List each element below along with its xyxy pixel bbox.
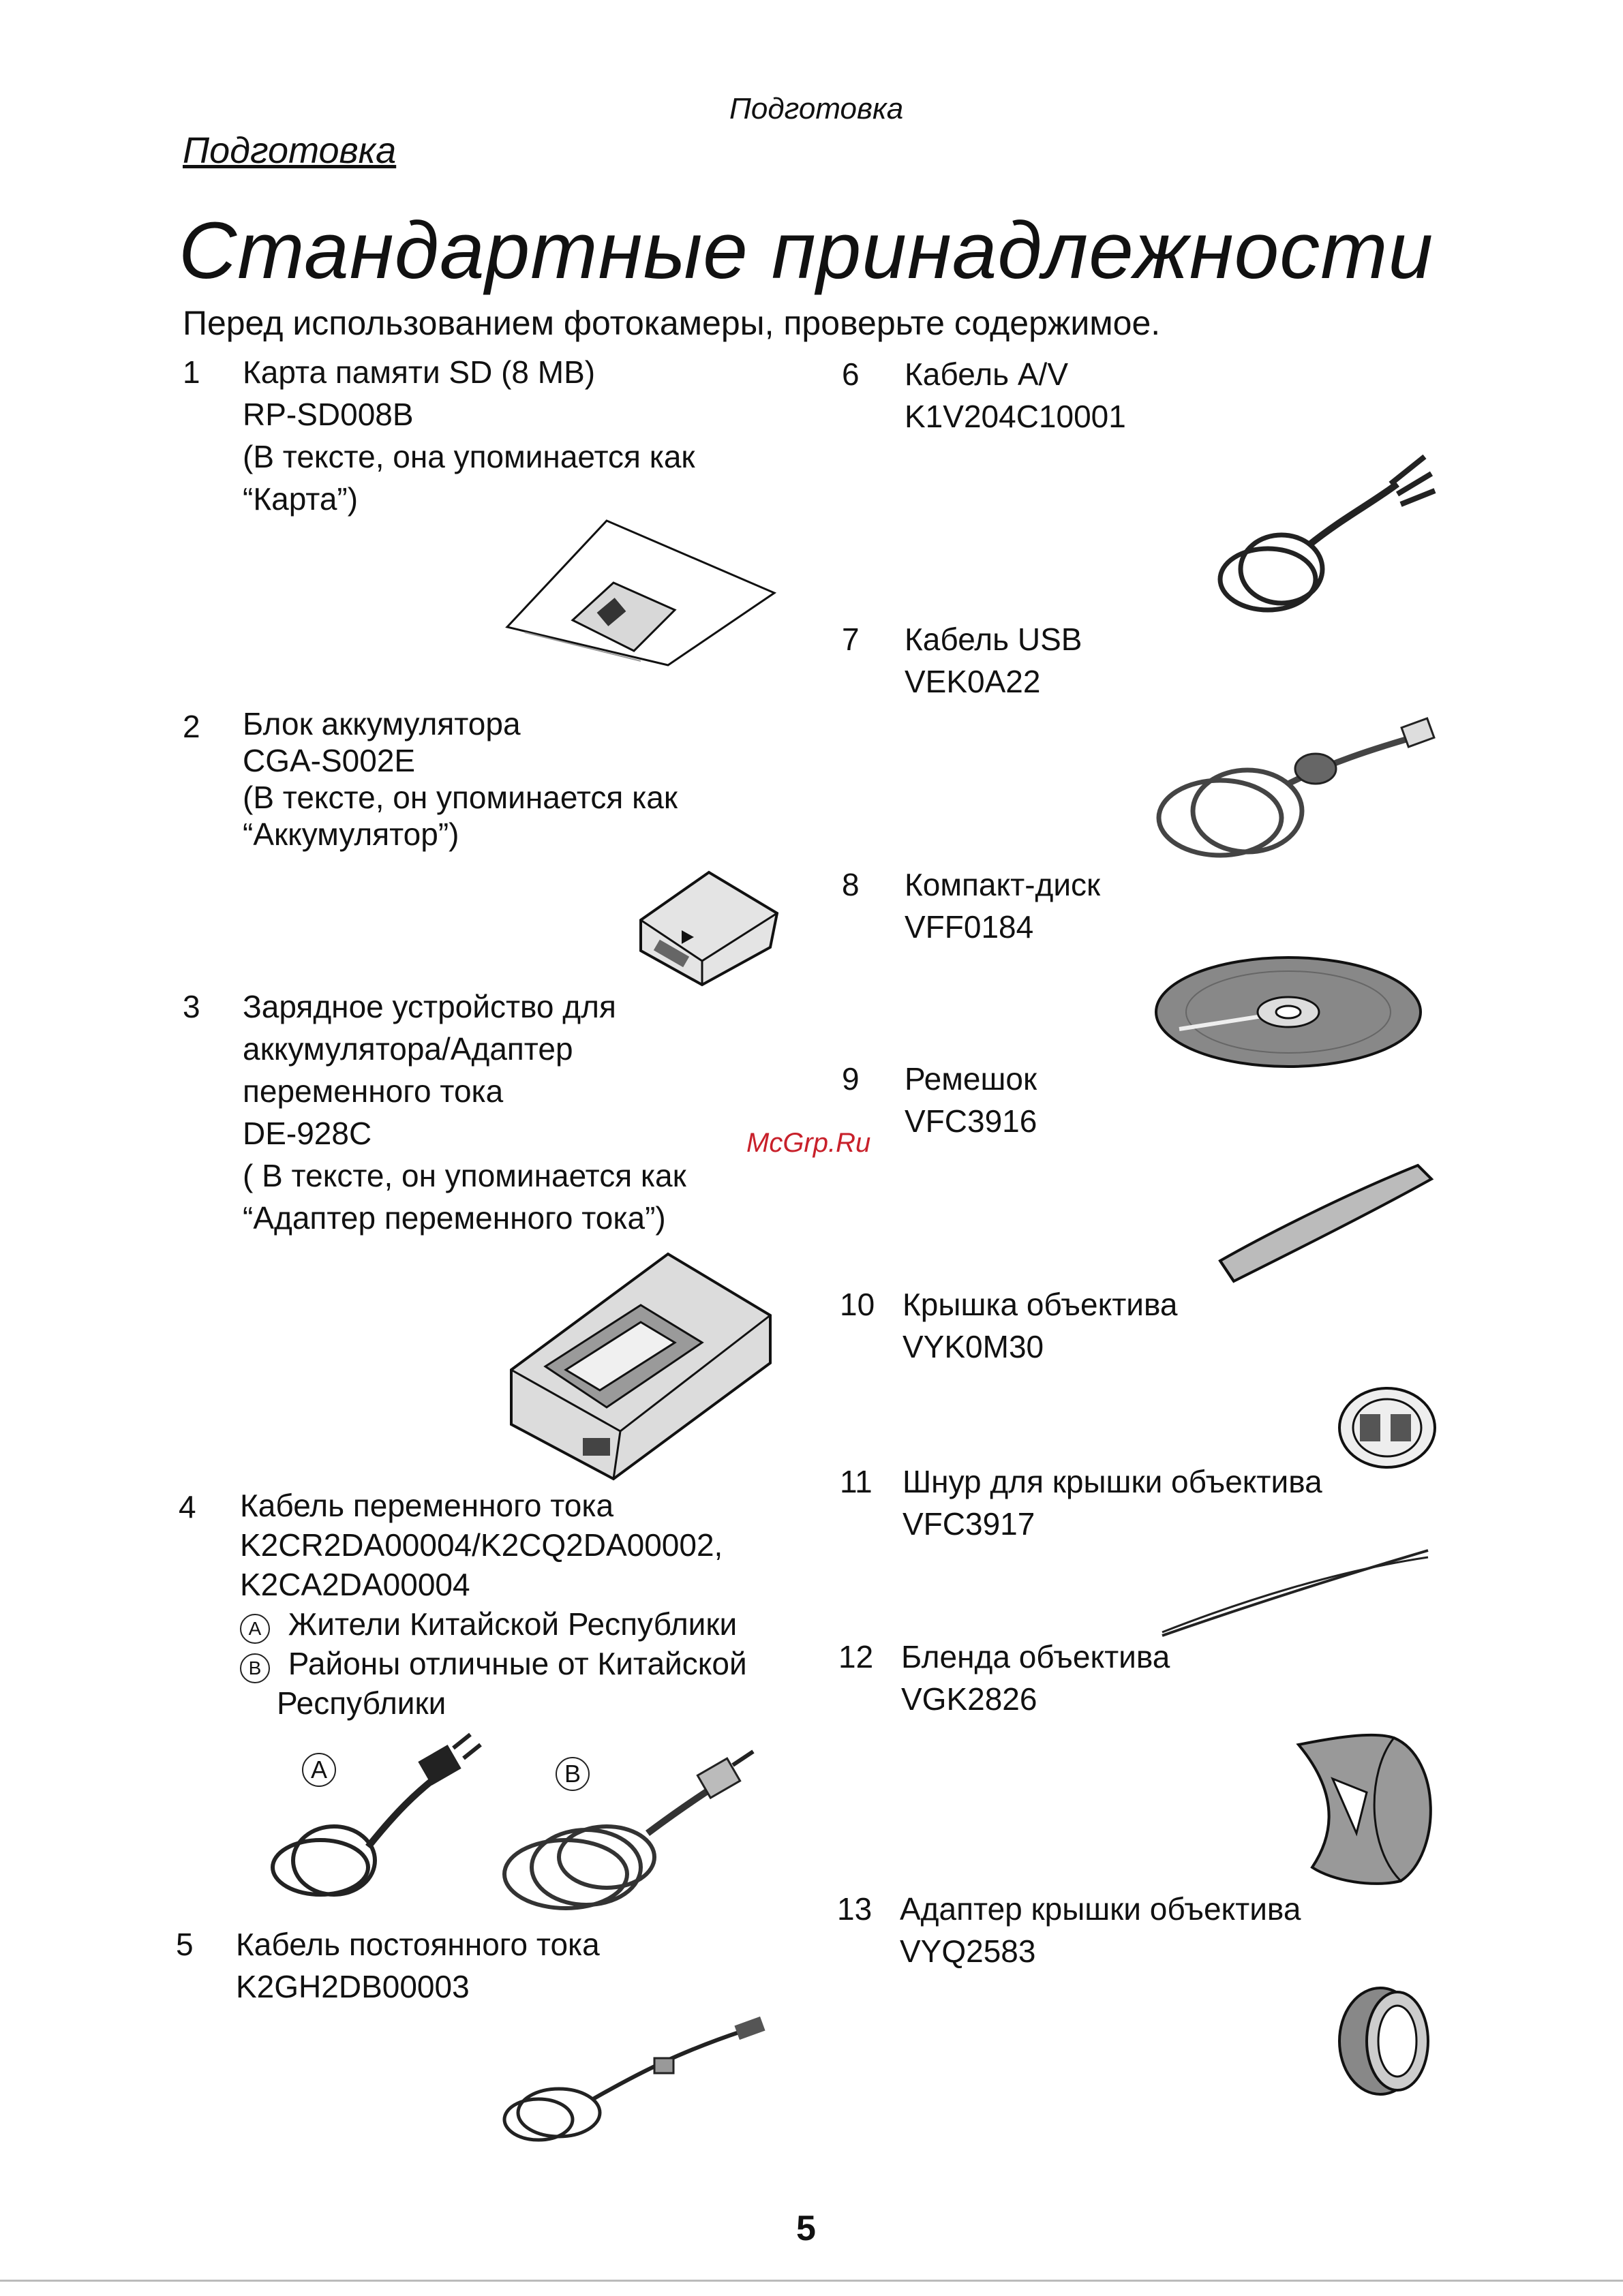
item-line: CGA-S002E (243, 743, 416, 778)
item-number: 4 (179, 1489, 196, 1525)
dc-cable-illustration (491, 2010, 777, 2154)
item-line: Крышка объектива (902, 1287, 1178, 1322)
lens-cap-illustration (1336, 1383, 1438, 1472)
item-line: VFC3916 (905, 1103, 1037, 1139)
av-cable-illustration (1207, 443, 1438, 620)
running-header: Подготовка (729, 92, 904, 125)
lens-cap-string-illustration (1159, 1547, 1431, 1642)
label-a: A (302, 1753, 336, 1787)
item-number: 13 (837, 1891, 873, 1927)
item-number: 3 (183, 989, 200, 1024)
sd-card-illustration (504, 518, 777, 668)
cd-rom-illustration (1152, 954, 1425, 1070)
item-line: K2CA2DA00004 (240, 1567, 470, 1602)
circled-a-mark: A (240, 1614, 270, 1644)
item-line: Компакт-диск (905, 867, 1101, 902)
item-line: VYQ2583 (900, 1933, 1036, 1969)
note-a: A Жители Китайской Республики (240, 1604, 747, 1644)
item-number: 1 (183, 354, 200, 390)
item-number: 11 (840, 1464, 873, 1499)
note-b: B Районы отличные от Китайской (240, 1644, 747, 1683)
item-number: 9 (842, 1061, 860, 1097)
item-number: 10 (840, 1287, 875, 1322)
item-line: K2CR2DA00004/K2CQ2DA00002, (240, 1527, 723, 1563)
item-line: ( В тексте, он упоминается как (243, 1158, 686, 1193)
note-text: Жители Китайской Республики (288, 1606, 738, 1642)
item-line: K1V204C10001 (905, 399, 1126, 434)
bottom-rule (0, 2280, 1623, 2282)
intro-text: Перед использованием фотокамеры, проверь… (183, 304, 1161, 342)
item-line: RP-SD008B (243, 397, 414, 432)
strap-illustration (1213, 1152, 1438, 1288)
item-line: Кабель A/V (905, 356, 1068, 392)
item-line: аккумулятора/Адаптер (243, 1031, 573, 1067)
item-line: Кабель постоянного тока (236, 1927, 600, 1962)
item-line: “Адаптер переменного тока”) (243, 1200, 666, 1236)
item-line: Блок аккумулятора (243, 706, 521, 741)
item-number: 12 (838, 1639, 874, 1674)
usb-cable-illustration (1152, 709, 1438, 879)
item-number: 7 (842, 622, 860, 657)
item-line: Ремешок (905, 1061, 1037, 1097)
ac-cable-b-illustration (491, 1738, 763, 1922)
ac-cable-a-illustration (259, 1731, 491, 1908)
charger-illustration (504, 1247, 777, 1493)
item-number: 8 (842, 867, 860, 902)
item-line: (В тексте, он упоминается как (243, 780, 678, 815)
item-number: 5 (176, 1927, 194, 1962)
item-line: Карта памяти SD (8 MB) (243, 354, 596, 390)
lens-hood-illustration (1292, 1731, 1442, 1888)
page-number: 5 (796, 2209, 816, 2248)
item-line: DE-928C (243, 1116, 372, 1151)
item-number: 6 (842, 356, 860, 392)
item-line: K2GH2DB00003 (236, 1969, 470, 2004)
item-line: VYK0M30 (902, 1329, 1044, 1364)
item-line: VFC3917 (902, 1506, 1035, 1542)
circled-b-mark: B (240, 1653, 270, 1683)
note-continuation: Республики (277, 1685, 446, 1721)
label-b: B (556, 1757, 590, 1791)
item-line: Зарядное устройство для (243, 989, 616, 1024)
lens-cap-adaptor-illustration (1326, 1983, 1435, 2099)
item-line: Бленда объектива (901, 1639, 1170, 1674)
watermark: McGrp.Ru (746, 1128, 871, 1158)
item-line: Адаптер крышки объектива (900, 1891, 1301, 1927)
item-line: VFF0184 (905, 909, 1034, 945)
item-line: “Аккумулятор”) (243, 816, 459, 852)
item-line: “Карта”) (243, 481, 359, 517)
item-line: Кабель USB (905, 622, 1082, 657)
item-line: переменного тока (243, 1073, 504, 1109)
section-heading: Подготовка (183, 130, 397, 171)
item-number: 2 (183, 709, 200, 744)
item-line: VGK2826 (901, 1681, 1037, 1717)
item-line: (В тексте, она упоминается как (243, 439, 695, 474)
item-line: Шнур для крышки объектива (902, 1464, 1322, 1499)
battery-illustration (634, 866, 784, 988)
note-text: Районы отличные от Китайской (288, 1646, 747, 1681)
item-line: Кабель переменного тока (240, 1488, 614, 1523)
item-line: VEK0A22 (905, 664, 1041, 699)
page-title: Стандартные принадлежности (179, 206, 1434, 296)
